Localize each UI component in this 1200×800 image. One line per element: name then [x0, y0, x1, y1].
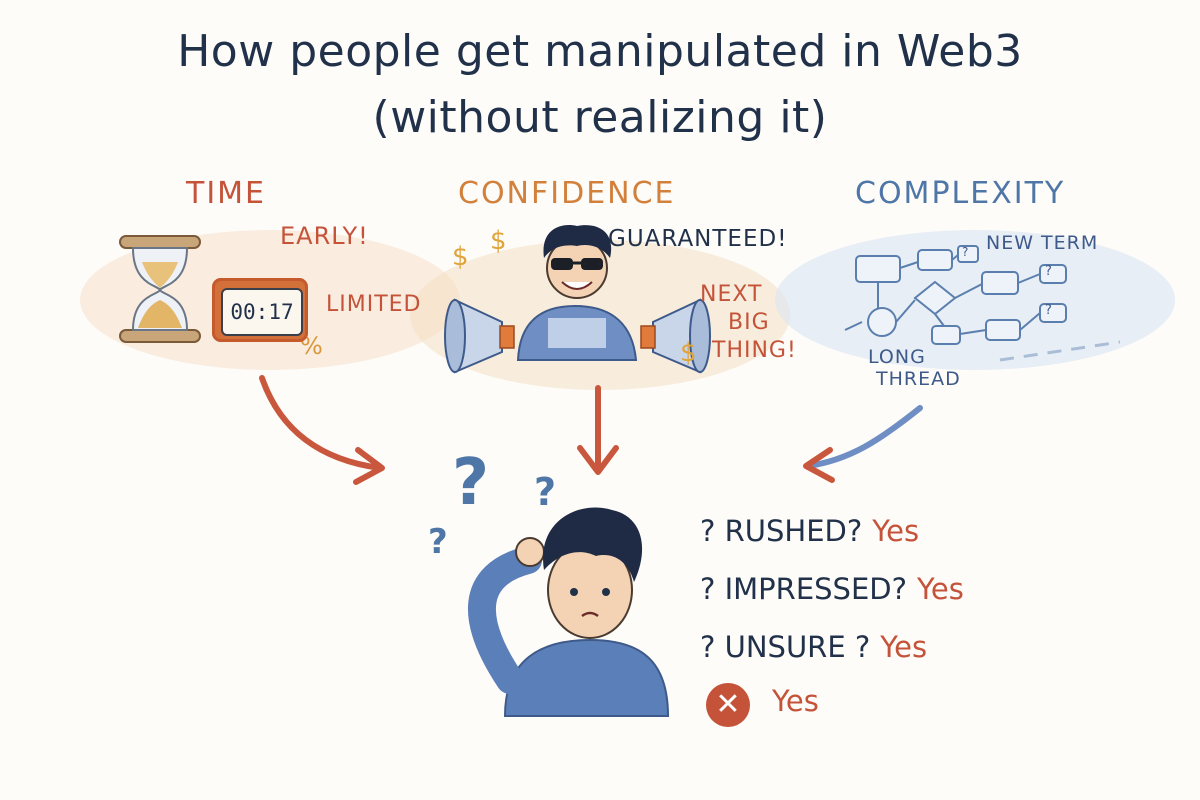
megaphone-left-icon — [444, 298, 515, 374]
label-guaranteed: GUARANTEED! — [608, 226, 788, 252]
megaphone-right-icon — [640, 298, 711, 374]
answer-yes: Yes — [872, 514, 920, 548]
time-heading: TIME — [186, 176, 267, 211]
complexity-flowchart-icon — [844, 245, 1067, 345]
label-long: LONG — [868, 346, 926, 368]
answer-yes: Yes — [772, 684, 819, 718]
thread-dashes — [999, 340, 1121, 362]
answer-impressed: ? IMPRESSED? Yes — [700, 572, 964, 606]
confused-person-icon — [468, 507, 670, 717]
label-big: BIG — [728, 310, 770, 335]
question-mark-icon: ? — [534, 470, 558, 514]
answer-rushed: ? RUSHED? Yes — [700, 514, 919, 548]
countdown-timer: 00:17 — [212, 278, 308, 342]
question-node-icon: ? — [1045, 264, 1053, 279]
question-mark-icon: ? — [452, 446, 491, 520]
page-title: How people get manipulated in Web3 — [177, 26, 1023, 77]
answer-unsure: ? UNSURE ? Yes — [700, 630, 927, 664]
label-limited: LIMITED — [326, 292, 422, 317]
answer-yes: Yes — [917, 572, 964, 606]
page-subtitle: (without realizing it) — [372, 92, 828, 143]
question-mark-icon: ? — [428, 522, 449, 562]
x-circle-icon: ✕ — [706, 683, 750, 727]
answer-question: ? RUSHED? — [700, 514, 863, 548]
arrows — [259, 375, 923, 485]
question-node-icon: ? — [962, 245, 970, 259]
dollar-icon: $ — [680, 338, 698, 368]
label-thread: THREAD — [876, 368, 961, 390]
answer-question: ? UNSURE ? — [700, 630, 871, 664]
label-early: EARLY! — [280, 222, 369, 250]
dollar-icon: $ — [452, 242, 470, 272]
dollar-icon: $ — [490, 226, 508, 256]
timer-readout: 00:17 — [221, 288, 303, 336]
complexity-heading: COMPLEXITY — [855, 176, 1066, 211]
label-new-term: NEW TERM — [986, 232, 1099, 254]
question-node-icon: ? — [1045, 303, 1053, 318]
label-next: NEXT — [700, 282, 763, 307]
hourglass-icon — [119, 235, 201, 343]
confidence-heading: CONFIDENCE — [458, 176, 676, 211]
confident-person-icon — [516, 225, 638, 361]
answer-final: Yes — [772, 684, 819, 718]
label-thing: THING! — [712, 338, 797, 363]
answer-yes: Yes — [880, 630, 928, 664]
answer-question: ? IMPRESSED? — [700, 572, 908, 606]
